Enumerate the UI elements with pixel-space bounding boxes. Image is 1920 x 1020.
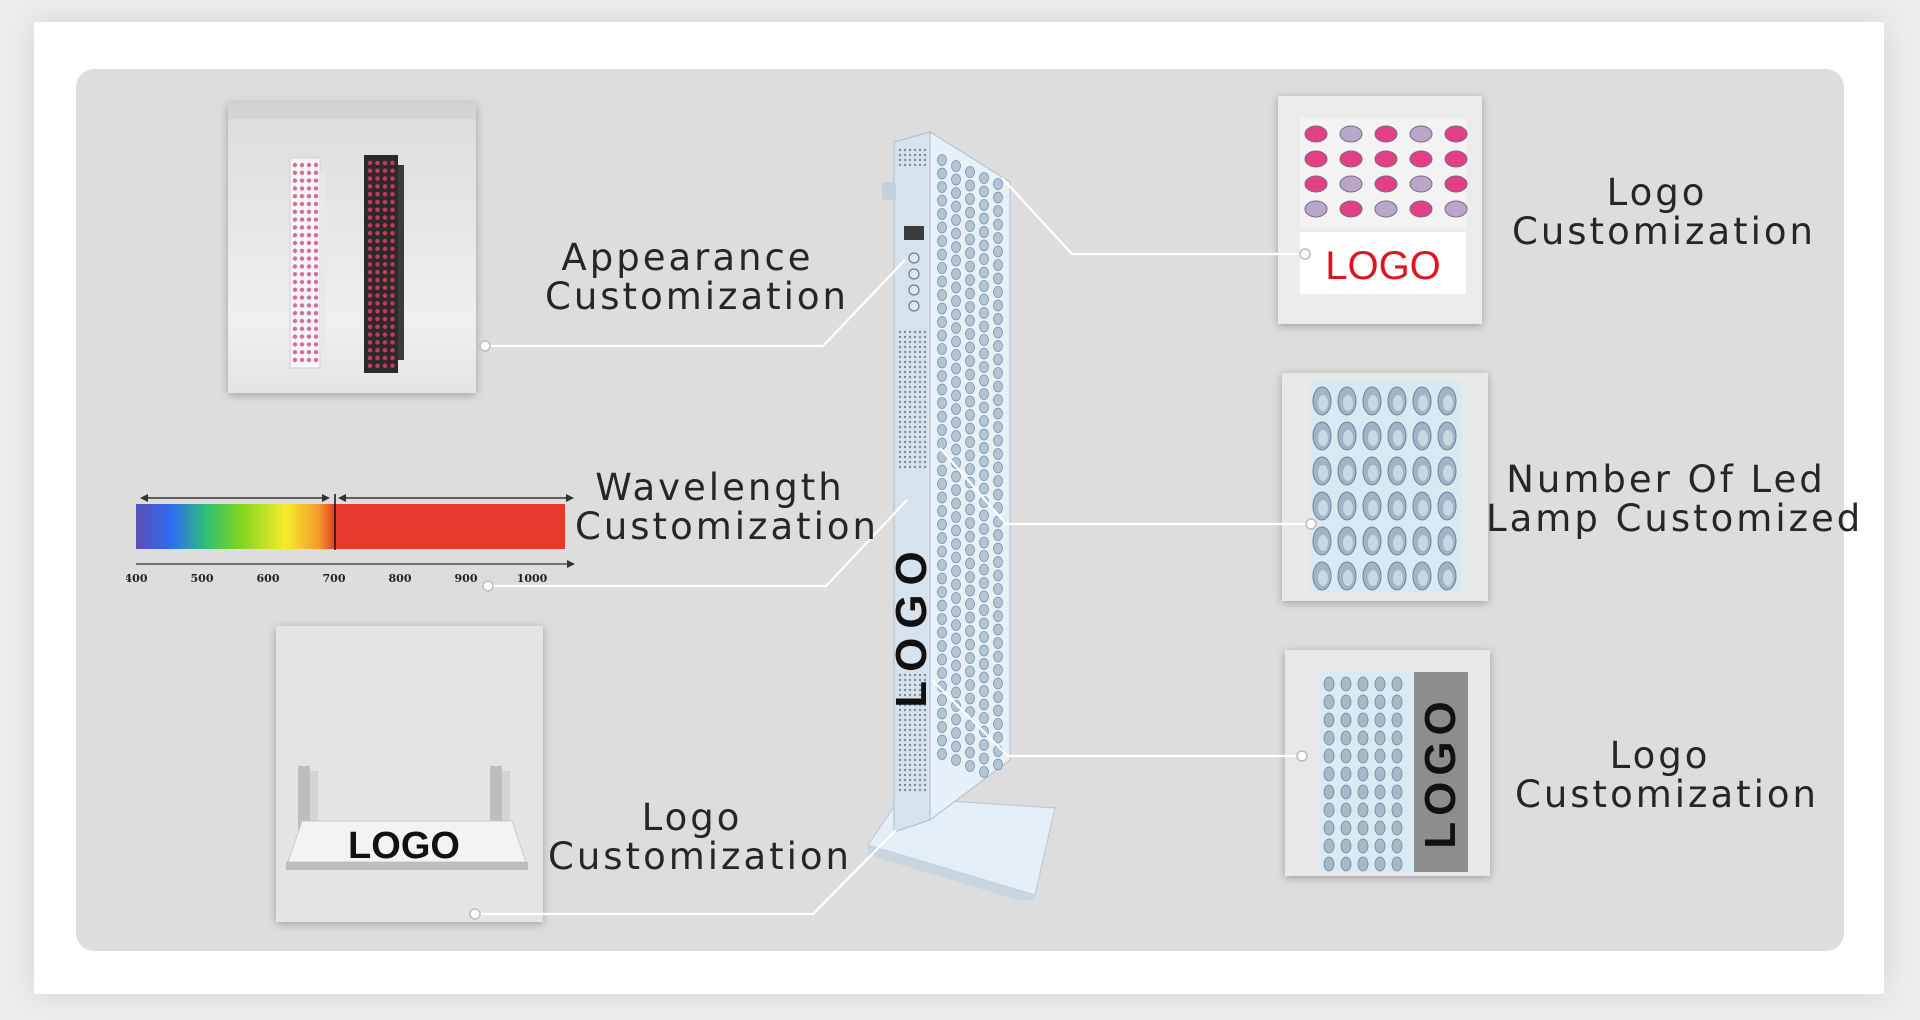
side-logo-image: LOGO [1285, 650, 1490, 876]
led-count-thumbnail [1282, 373, 1488, 601]
spectrum-tick-label: 600 [257, 572, 280, 585]
top-logo-text: LOGO [1325, 244, 1441, 288]
led-count-label-line1: Number Of Led [1506, 458, 1826, 501]
tower-panel-image: LOGO [867, 131, 1056, 905]
wavelength-label-line1: Wavelength [595, 466, 845, 509]
appearance-panels-image [228, 103, 476, 393]
logo-base-label-line1: Logo [641, 796, 743, 839]
led-count-label-line2: Lamp Customized [1486, 497, 1864, 540]
logo-top-label-line1: Logo [1606, 171, 1708, 214]
product-tower: LOGO [860, 120, 1060, 905]
logo-top-label: Logo Customization [1512, 171, 1816, 253]
logo-top-image: LOGO [1278, 96, 1482, 324]
logo-base-thumbnail: LOGO [276, 626, 543, 922]
spectrum-tick-label: 500 [191, 572, 214, 585]
appearance-label-line1: Appearance [561, 236, 814, 279]
logo-top-thumbnail: LOGO [1278, 96, 1482, 324]
spectrum-tick-label: 1000 [517, 572, 548, 585]
wavelength-spectrum: 400 500 600 700 800 900 1000 [125, 486, 576, 586]
spectrum-tick-label: 400 [126, 572, 148, 585]
wavelength-label-line2: Customization [575, 505, 879, 548]
logo-side-thumbnail: LOGO [1285, 650, 1490, 876]
appearance-label: Appearance Customization [545, 236, 849, 318]
spectrum-graphic: 400 500 600 700 800 900 1000 [125, 494, 575, 585]
base-stand-image: LOGO [276, 626, 543, 922]
logo-side-label-line1: Logo [1609, 734, 1711, 777]
logo-side-label: Logo Customization [1515, 734, 1819, 816]
side-logo-thumb-text: LOGO [1416, 695, 1465, 849]
wavelength-label: Wavelength Customization [575, 466, 879, 548]
appearance-thumbnail [228, 103, 476, 393]
led-count-label: Number Of Led Lamp Customized [1486, 458, 1864, 540]
logo-base-label-line2: Customization [548, 835, 852, 878]
base-logo-text: LOGO [348, 825, 460, 867]
tower-logo-text: LOGO [887, 542, 936, 708]
spectrum-tick-label: 800 [389, 572, 412, 585]
appearance-label-line2: Customization [545, 275, 849, 318]
logo-base-label: Logo Customization [548, 796, 852, 878]
spectrum-tick-label: 700 [323, 572, 346, 585]
logo-side-label-line2: Customization [1515, 773, 1819, 816]
spectrum-tick-label: 900 [455, 572, 478, 585]
led-closeup-image [1282, 373, 1488, 601]
logo-top-label-line2: Customization [1512, 210, 1816, 253]
